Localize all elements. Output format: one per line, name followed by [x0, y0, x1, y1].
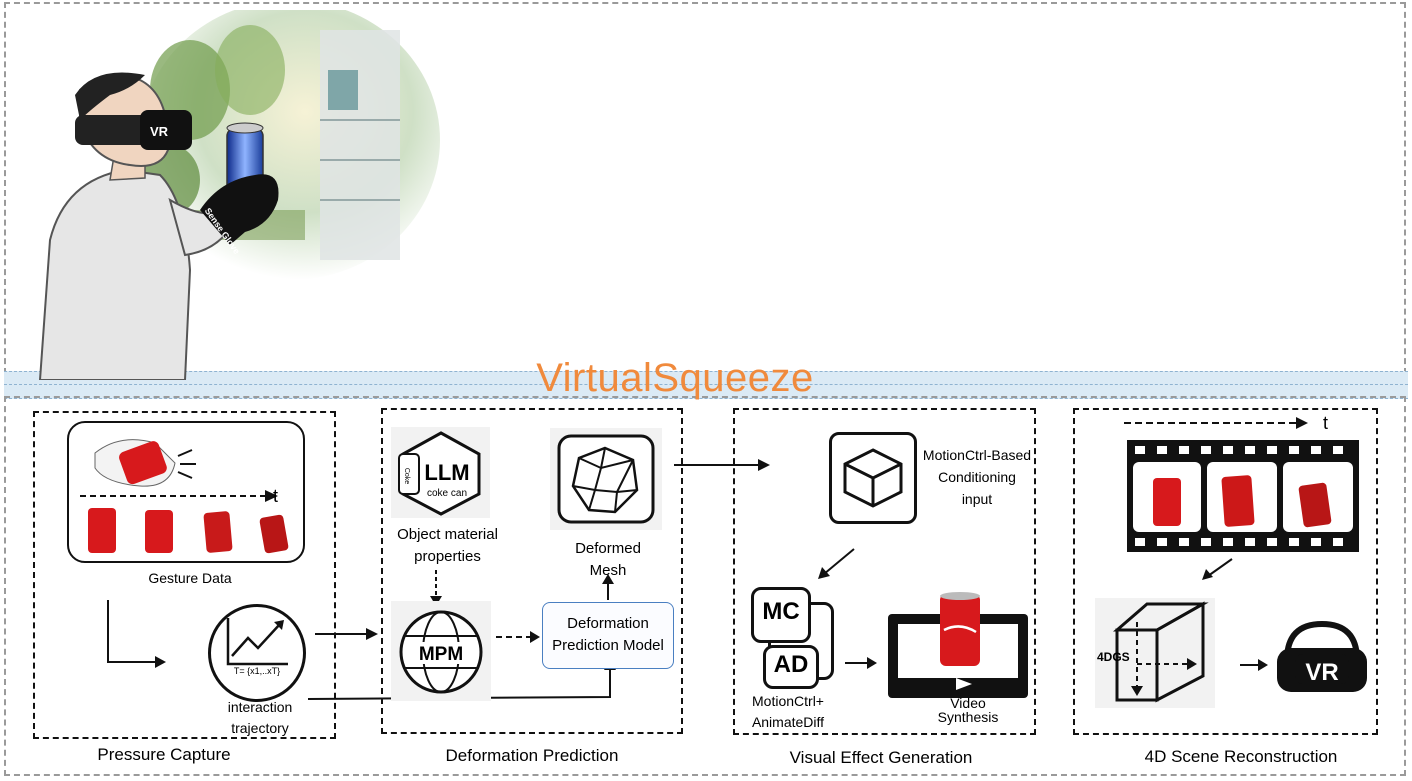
time-arrow-top — [1124, 417, 1308, 429]
conditioning-label: MotionCtrl-Based Conditioning input — [922, 447, 1032, 507]
vr-headset-icon: VR — [1277, 620, 1367, 692]
gesture-illustration — [80, 439, 289, 554]
mpm-to-model-arrow — [496, 631, 540, 643]
deformed-mesh-label: Deformed Mesh — [575, 540, 641, 579]
visual-effect-title: Visual Effect Generation — [789, 748, 973, 767]
deformation-model-box — [542, 602, 674, 669]
mc-box — [751, 587, 811, 643]
pressure-capture-panel — [33, 411, 336, 739]
coke-can-icon — [940, 592, 980, 666]
store-shelves — [320, 30, 400, 260]
time-label: t — [273, 486, 279, 506]
film-to-4dgs-arrow — [1202, 558, 1233, 580]
hero-illustration: VR Sense Glove — [38, 10, 440, 380]
4dgs-icon-bg — [1095, 598, 1215, 708]
trajectory-circle — [208, 604, 306, 702]
visual-effect-panel — [733, 408, 1036, 735]
pipeline-frame — [4, 396, 1406, 776]
ad-box — [763, 645, 819, 689]
film-strip — [1127, 440, 1359, 552]
llm-subtext: coke can — [427, 488, 467, 499]
deformation-prediction-title: Deformation Prediction — [445, 746, 619, 765]
gesture-data-label: Gesture Data — [148, 570, 232, 586]
vr-text: VR — [1305, 659, 1338, 686]
cube-icon — [843, 448, 903, 508]
scene-recon-panel — [1073, 408, 1378, 735]
trend-chart-icon — [226, 618, 288, 666]
deformation-prediction-panel — [381, 408, 683, 734]
mpm-text: MPM — [419, 644, 463, 665]
motionctrl-label: MotionCtrl+ AnimateDiff — [751, 693, 825, 730]
ad-to-video-arrow — [845, 657, 877, 669]
model-to-mesh-arrow — [602, 574, 614, 600]
ad-text: AD — [773, 651, 809, 678]
llm-icon: Coke LLM coke can — [398, 431, 481, 516]
mesh-icon — [557, 434, 655, 524]
scene-recon-title: 4D Scene Reconstruction — [1144, 747, 1338, 766]
can-text: Coke — [403, 468, 410, 484]
4dgs-label: 4DGS — [1097, 650, 1130, 664]
globe-icon: MPM — [399, 610, 483, 694]
conditioning-to-mc-arrow — [818, 548, 855, 579]
hand-squeeze-icon — [94, 439, 196, 487]
title-band-line — [4, 384, 1408, 385]
interaction-trajectory-label: interaction trajectory — [227, 699, 293, 736]
time-label-top: t — [1323, 413, 1329, 433]
title-band — [4, 371, 1408, 399]
diagram-title: VirtualSqueeze — [536, 356, 814, 400]
object-material-label: Object material properties — [397, 526, 498, 565]
4dgs-cube-icon — [1112, 601, 1209, 703]
video-player-icon — [888, 592, 1028, 698]
4dgs-to-vr-arrow — [1240, 659, 1268, 671]
mc-text: MC — [762, 598, 800, 625]
gesture-data-box — [67, 421, 305, 563]
video-synthesis-label: Video Synthesis — [937, 695, 999, 725]
deformation-model-label: Deformation Prediction Model — [552, 615, 664, 654]
pressure-capture-title: Pressure Capture — [97, 745, 231, 764]
trajectory-formula: T= {x1,..xT} — [233, 666, 281, 676]
mesh-to-visual-arrow — [674, 459, 770, 471]
headset-text: VR — [150, 124, 169, 139]
llm-text: LLM — [424, 460, 469, 485]
can-sequence — [88, 508, 289, 554]
